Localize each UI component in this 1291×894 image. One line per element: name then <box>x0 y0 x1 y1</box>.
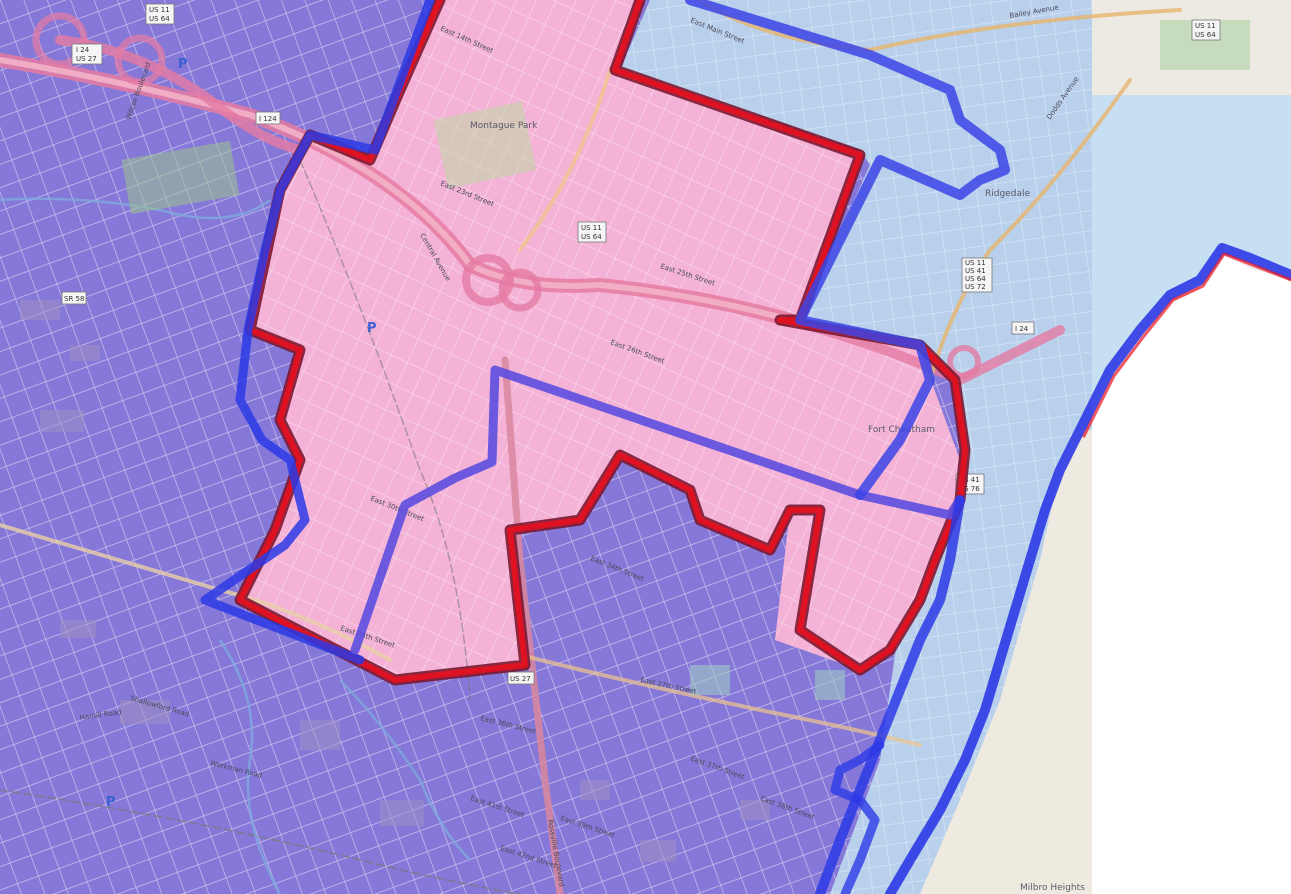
blue-district-boundary-inner <box>350 365 965 655</box>
district-boundaries[interactable] <box>200 0 1291 894</box>
sr58-shield: SR 58 <box>61 291 87 305</box>
svg-text:US 72: US 72 <box>965 283 986 291</box>
us27-south-shield: US 27 <box>507 671 535 685</box>
svg-text:US 64: US 64 <box>581 233 602 241</box>
i124-shield: I 124 <box>255 111 281 125</box>
svg-text:US 64: US 64 <box>1195 31 1216 39</box>
blue-district-boundary-west <box>200 0 435 665</box>
basemap-white-tile <box>1092 255 1291 894</box>
svg-text:US 11: US 11 <box>581 224 602 232</box>
milbro-heights-label: Milbro Heights <box>1020 883 1085 893</box>
svg-text:US 27: US 27 <box>76 55 97 63</box>
creeks <box>0 197 471 894</box>
basemap-east-land <box>920 430 1092 894</box>
svg-text:I 24: I 24 <box>76 46 90 54</box>
blue-river-inner <box>830 740 885 894</box>
svg-text:US 11: US 11 <box>1195 22 1216 30</box>
svg-text:US 41: US 41 <box>965 267 986 275</box>
svg-text:US 11: US 11 <box>965 259 986 267</box>
svg-text:SR 58: SR 58 <box>64 295 84 303</box>
parks <box>121 20 1250 700</box>
parking-markers: P P P <box>106 57 377 810</box>
park-label: Montague Park <box>470 121 538 131</box>
blue-river-boundary-east <box>885 243 1291 894</box>
svg-text:US 76: US 76 <box>959 485 980 493</box>
lightblue-street-grid <box>620 0 1092 894</box>
svg-text:US 27: US 27 <box>510 675 531 683</box>
blue-river-boundary-west <box>815 495 965 894</box>
svg-text:US 64: US 64 <box>149 15 170 23</box>
parking-icon: P <box>367 321 377 336</box>
us11-center-shield: US 11 US 64 <box>577 221 607 243</box>
svg-text:US 64: US 64 <box>965 275 986 283</box>
us11-ne-shield: US 11 US 64 <box>1191 19 1221 41</box>
i24-east-shield: I 24 <box>1011 321 1035 335</box>
svg-text:US 11: US 11 <box>149 6 170 14</box>
svg-text:US 41: US 41 <box>959 476 980 484</box>
buildings <box>20 300 770 862</box>
us41-east-shield: US 11 US 41 US 64 US 72 <box>961 257 993 293</box>
svg-text:I 124: I 124 <box>259 115 277 123</box>
pink-street-grid <box>240 0 960 680</box>
parking-icon: P <box>106 795 116 810</box>
i24-west-shield: I 24 US 27 <box>71 43 103 65</box>
svg-text:I 24: I 24 <box>1015 325 1029 333</box>
ridgedale-label: Ridgedale <box>985 189 1030 199</box>
parking-icon: P <box>178 57 188 72</box>
us11-top-shield: US 11 US 64 <box>145 3 175 25</box>
blue-district-boundary-north <box>685 0 1010 500</box>
